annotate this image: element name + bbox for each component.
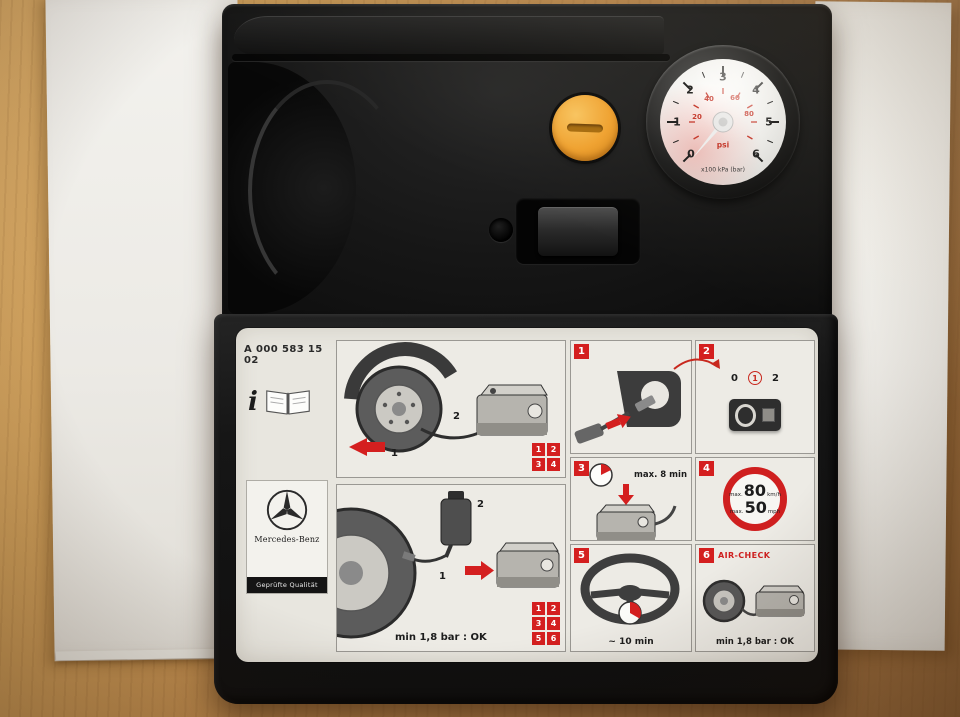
speed-mph-row: max. 50 mph [729, 497, 781, 517]
pressure-gauge: 0 1 2 3 4 5 6 20 40 60 80 psi x100 kPa (… [646, 45, 800, 199]
timer-compressor-graphic [589, 463, 677, 540]
step-6-air-check: 6 AIR-CHECK [695, 544, 815, 652]
ref-box: 6 [547, 632, 560, 645]
caption-ok: OK [470, 632, 487, 643]
pressure-caption: min 1,8 bar : OK [395, 632, 487, 643]
ref-box: 1 [532, 443, 545, 456]
valve-connection-graphic [574, 371, 681, 444]
selector-switch-icon [729, 399, 781, 431]
speed-mph-value: 50 [744, 497, 767, 517]
ref-box: 5 [532, 632, 545, 645]
step-4-speed-limit: 4 max. 80 km/h max. 50 mph [695, 457, 815, 541]
ref-box: 1 [532, 602, 545, 615]
diagram-marker: 1 [439, 571, 446, 582]
diagram-marker: 2 [453, 411, 460, 422]
step-reference-boxes: 1 2 3 4 5 6 [532, 602, 560, 645]
ref-box: 4 [547, 617, 560, 630]
diagram-marker: 1 [391, 448, 398, 459]
ref-box: 3 [532, 458, 545, 471]
device-lower-housing: A 000 583 15 02 i [214, 314, 838, 704]
power-switch [538, 207, 618, 256]
gauge-face: 0 1 2 3 4 5 6 20 40 60 80 psi x100 kPa (… [660, 59, 786, 185]
step-number: 1 [574, 344, 589, 359]
steering-wheel-graphic [580, 553, 680, 625]
ref-box: 2 [547, 602, 560, 615]
turn-arrow-icon [673, 358, 720, 370]
orange-valve-cap [552, 95, 618, 161]
recheck-pressure-graphic [702, 579, 805, 623]
kmh-unit: km/h [767, 491, 781, 498]
step-number: 5 [574, 548, 589, 563]
caption-prefix: min 1,8 bar : [395, 632, 467, 643]
max-label: max. [729, 508, 744, 515]
caption-prefix: min 1,8 bar : [716, 637, 778, 647]
quality-strip: Geprüfte Qualität [247, 577, 327, 593]
gauge-glass-glare [660, 59, 786, 185]
part-number: A 000 583 15 02 [244, 344, 323, 366]
housing-top-ledge [234, 16, 664, 55]
ref-box: 2 [547, 443, 560, 456]
info-symbol: i [248, 387, 258, 417]
mph-unit: mph [767, 508, 781, 515]
step-3-run-max-8-min: 3 max. 8 min [570, 457, 692, 541]
handle-arc-highlight [248, 80, 406, 302]
manual-book-icon [266, 390, 310, 415]
max-label: max. [729, 491, 743, 498]
step-number: 3 [574, 461, 589, 476]
step-number: 6 [699, 548, 714, 563]
drive-duration-caption: ~ 10 min [608, 637, 654, 647]
instruction-label: A 000 583 15 02 i [236, 328, 818, 662]
switch-knob [735, 403, 757, 427]
speed-limit-sign: max. 80 km/h max. 50 mph [723, 467, 787, 531]
step-number: 2 [699, 344, 714, 359]
speed-kmh-row: max. 80 km/h [729, 480, 781, 500]
bottle-diagram [285, 491, 560, 639]
position-1-circled: 1 [748, 371, 762, 385]
brand-box: Mercedes-Benz Geprüfte Qualität [246, 480, 328, 594]
mercedes-star-icon [266, 489, 308, 531]
duration-caption: max. 8 min [634, 470, 687, 480]
position-2: 2 [772, 372, 779, 384]
air-check-title: AIR-CHECK [718, 551, 771, 560]
switch-button [762, 408, 775, 422]
diagram-panel-bottle: 2 1 min 1,8 bar : OK 1 2 3 4 5 6 [285, 484, 566, 652]
ref-box: 4 [547, 458, 560, 471]
step-5-drive-10-min: 5 ~ 10 min [570, 544, 692, 652]
diagram-panel-tire: 1 2 1 2 3 4 [336, 340, 566, 478]
housing-groove [232, 54, 670, 61]
step-reference-boxes: 1 2 3 4 [532, 443, 560, 471]
tire-compressor-device: 0 1 2 3 4 5 6 20 40 60 80 psi x100 kPa (… [214, 4, 838, 704]
step-number: 4 [699, 461, 714, 476]
pressure-caption: min 1,8 bar : OK [716, 637, 794, 647]
info-row: i [248, 386, 312, 418]
brand-name: Mercedes-Benz [254, 535, 320, 544]
switch-position-labels: 0 1 2 [731, 371, 779, 385]
step-1-connect-valve: 1 [570, 340, 692, 454]
power-switch-recess [516, 198, 640, 264]
tire-compressor-diagram [344, 342, 548, 456]
caption-ok: OK [780, 637, 794, 647]
quality-text: Geprüfte Qualität [256, 581, 318, 589]
position-0: 0 [731, 372, 738, 384]
step-2-switch-positions: 2 0 1 2 [673, 340, 815, 454]
speed-kmh-value: 80 [743, 480, 767, 500]
round-recess [489, 218, 513, 242]
ref-box: 3 [532, 617, 545, 630]
cap-slot [566, 123, 604, 133]
device-top-housing: 0 1 2 3 4 5 6 20 40 60 80 psi x100 kPa (… [222, 4, 832, 320]
diagram-marker: 2 [477, 499, 484, 510]
